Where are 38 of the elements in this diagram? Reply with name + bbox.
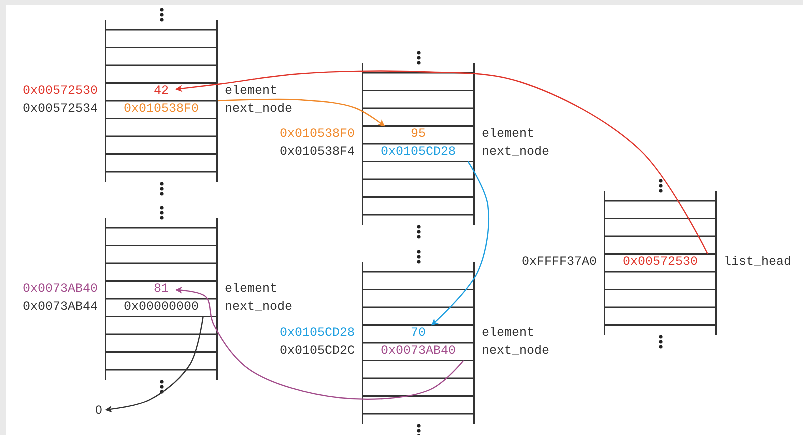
field-label: next_node — [482, 144, 550, 161]
field-label: next_node — [225, 101, 293, 118]
field-label: list_head — [724, 254, 792, 272]
memory-cell: 0x0105CD28 — [362, 144, 475, 162]
memory-stack — [105, 20, 218, 182]
memory-cell: 81 — [105, 281, 218, 299]
address-label: 0x00572534 — [22, 101, 98, 118]
address-label: 0x0105CD28 — [280, 325, 355, 342]
memory-cell: 70 — [362, 325, 475, 343]
memory-stack — [604, 191, 717, 336]
arrow — [432, 161, 490, 326]
memory-stack — [362, 63, 475, 225]
address-label: 0x0073AB40 — [22, 281, 98, 298]
address-label: 0x00572530 — [22, 83, 98, 100]
field-label: element — [225, 83, 278, 100]
memory-stack — [105, 218, 218, 380]
address-label: 0x0105CD2C — [280, 343, 355, 360]
field-label: element — [225, 281, 278, 298]
memory-cell: 95 — [362, 126, 475, 144]
memory-cell: 0x0073AB40 — [362, 343, 475, 361]
memory-stack — [362, 262, 475, 424]
field-label: next_node — [482, 343, 550, 360]
field-label: element — [482, 126, 535, 144]
null-label: 0 — [92, 402, 106, 418]
arrow — [176, 286, 464, 400]
memory-cell: 42 — [105, 83, 218, 101]
address-label: 0xFFFF37A0 — [522, 254, 597, 272]
address-label: 0x0073AB44 — [22, 299, 98, 316]
memory-cell: 0x010538F0 — [105, 101, 218, 119]
arrow — [105, 316, 204, 413]
address-label: 0x010538F0 — [280, 126, 355, 144]
memory-cell: 0x00000000 — [105, 299, 218, 317]
address-label: 0x010538F4 — [280, 144, 355, 161]
memory-cell: 0x00572530 — [604, 254, 717, 272]
field-label: next_node — [225, 299, 293, 316]
arrow — [218, 98, 386, 127]
field-label: element — [482, 325, 535, 342]
arrow — [176, 70, 708, 255]
